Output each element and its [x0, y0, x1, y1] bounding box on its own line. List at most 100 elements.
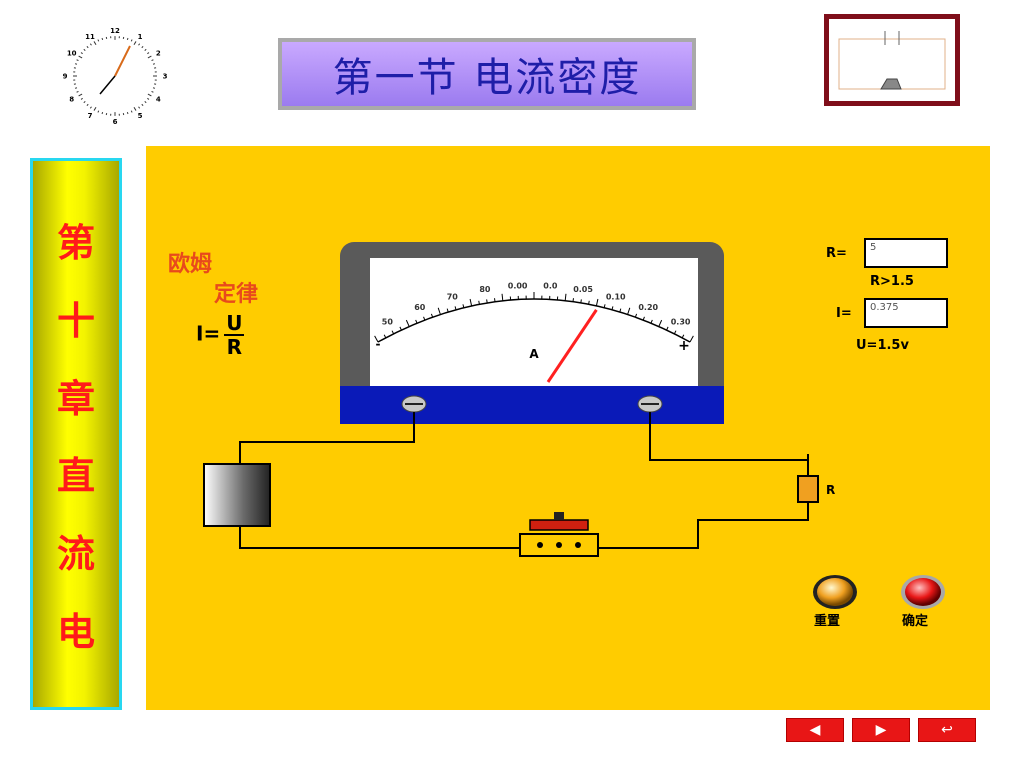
scale-tick	[666, 326, 669, 331]
simulation-panel	[146, 146, 990, 710]
wire	[598, 502, 809, 549]
scale-label: 0.30	[671, 317, 691, 326]
clock-tick	[133, 107, 137, 111]
clock-tick	[138, 43, 141, 46]
scale-tick	[689, 335, 694, 343]
ammeter-scale-ticks	[374, 292, 694, 343]
section-title: 第一节 电流密度	[332, 55, 642, 101]
scale-tick	[611, 306, 614, 310]
scale-tick	[486, 299, 488, 303]
clock-numeral: 11	[85, 33, 95, 41]
scale-tick	[415, 319, 418, 324]
scale-tick	[478, 300, 480, 305]
chapter-char: 流	[56, 530, 95, 576]
resistor[interactable]	[797, 475, 819, 503]
clock-tick	[138, 106, 141, 109]
thumbnail-circuit-icon	[838, 31, 946, 90]
clock-tick	[152, 87, 156, 89]
clock-tick	[78, 55, 83, 59]
clock-numeral: 1	[138, 33, 143, 41]
r-hint: R>1.5	[870, 274, 914, 289]
clock-tick	[141, 103, 144, 106]
scale-tick	[423, 316, 426, 321]
clock-numeral: 10	[67, 50, 77, 58]
r-input[interactable]: 5	[864, 238, 948, 268]
scale-tick	[588, 300, 590, 305]
scale-tick	[469, 298, 473, 306]
clock-numeral: 12	[110, 27, 120, 35]
clock-tick	[141, 46, 144, 49]
reset-button-label: 重置	[814, 614, 841, 629]
battery	[203, 463, 271, 527]
clock-tick	[144, 48, 147, 51]
return-button[interactable]: ↩	[918, 718, 976, 742]
clock-tick	[130, 110, 133, 113]
next-button[interactable]: ▶	[852, 718, 910, 742]
clock-tick	[152, 63, 156, 65]
ammeter-needle	[546, 309, 598, 383]
reset-button[interactable]	[812, 574, 858, 610]
clock-tick	[83, 48, 86, 51]
ammeter-minus-label: -	[376, 337, 381, 351]
ammeter-dial	[370, 258, 698, 386]
clock-numeral: 2	[156, 50, 161, 58]
clock-numeral: 6	[113, 118, 118, 124]
scale-label: 60	[414, 303, 426, 312]
chapter-char: 第	[56, 220, 95, 266]
clock-tick	[151, 59, 154, 62]
reset-button-icon	[813, 575, 857, 609]
next-icon: ▶	[875, 722, 887, 738]
i-output: 0.375	[864, 298, 948, 328]
confirm-button[interactable]	[900, 574, 946, 610]
clock-numeral: 3	[163, 73, 168, 81]
clock-tick	[80, 97, 83, 100]
return-icon: ↩	[941, 722, 953, 738]
ammeter-terminal-right	[637, 395, 663, 413]
scale-tick	[454, 306, 457, 310]
clock-tick	[144, 101, 147, 104]
scale-label: 80	[479, 285, 491, 294]
scale-tick	[627, 307, 631, 315]
scale-label: 0.05	[573, 285, 593, 294]
scale-tick	[642, 316, 645, 321]
clock-numeral: 5	[138, 112, 143, 120]
clock-tick	[126, 37, 129, 41]
switch[interactable]	[519, 512, 599, 557]
clock-tick	[74, 87, 78, 89]
clock-numeral: 9	[63, 73, 68, 81]
clock-tick	[130, 39, 133, 42]
scale-label: 0.10	[606, 292, 626, 301]
chapter-char: 电	[56, 608, 95, 654]
scale-tick	[391, 330, 395, 335]
clock-tick	[147, 97, 150, 100]
scale-tick	[603, 304, 606, 308]
scale-label: 0.0	[543, 281, 558, 290]
scale-tick	[634, 313, 638, 318]
scale-tick	[437, 307, 441, 315]
clock-tick	[126, 111, 129, 115]
formula-numerator: U	[224, 311, 245, 336]
clock-tick	[76, 90, 79, 93]
confirm-button-label: 确定	[902, 614, 929, 629]
clock-tick	[89, 106, 92, 109]
clock-tick	[89, 43, 92, 46]
clock-tick	[76, 59, 79, 62]
clock-tick	[83, 101, 86, 104]
clock-tick	[86, 103, 89, 106]
r-label: R=	[826, 246, 847, 261]
scale-tick	[564, 293, 567, 301]
scale-tick	[580, 299, 582, 303]
wire	[239, 526, 520, 549]
scale-label: 0.00	[508, 281, 528, 290]
scale-tick	[658, 319, 663, 327]
clock-tick	[147, 52, 150, 55]
prev-button[interactable]: ◀	[786, 718, 844, 742]
thumbnail-preview[interactable]	[824, 14, 960, 106]
scale-tick	[399, 326, 402, 331]
wire	[239, 412, 415, 464]
chapter-banner: 第 十 章 直 流 电	[30, 158, 122, 710]
